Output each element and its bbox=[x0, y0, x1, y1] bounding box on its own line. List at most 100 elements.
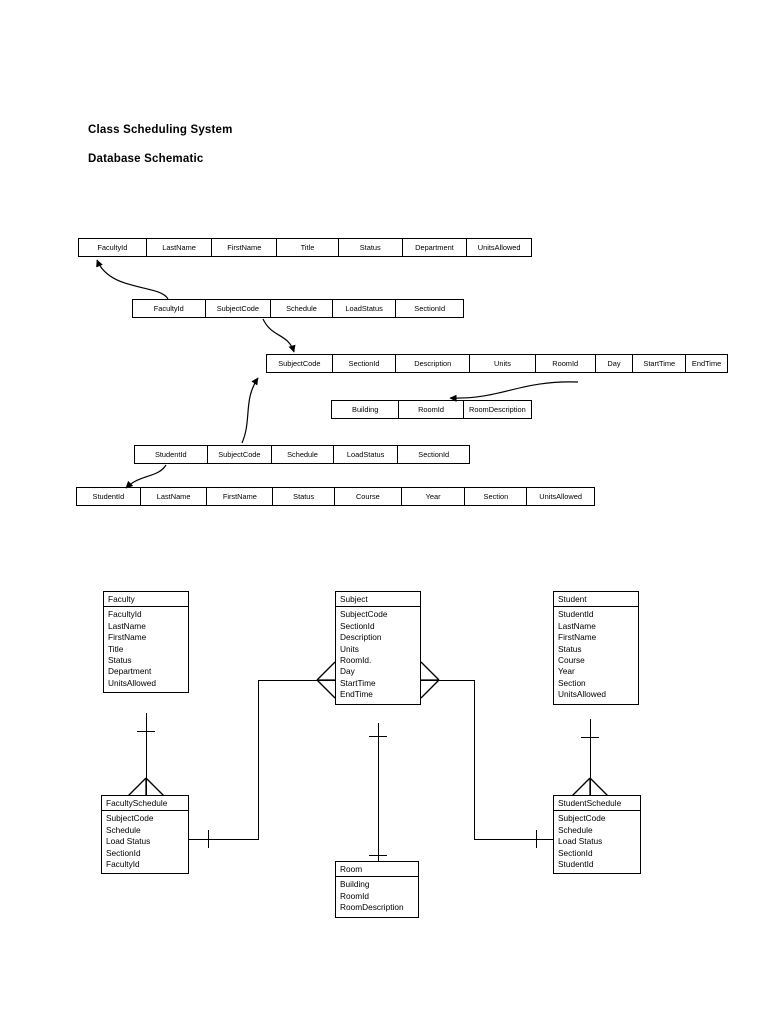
flat-cell: RoomId bbox=[399, 401, 464, 418]
entity-attribute: Status bbox=[558, 643, 582, 654]
entity-attribute: EndTime bbox=[340, 689, 373, 700]
entity-attribute: UnitsAllowed bbox=[558, 689, 606, 700]
entity-attribute: Title bbox=[108, 643, 124, 654]
relationship-subject-studentschedule-bottom bbox=[474, 839, 554, 840]
entity-room: Room Building RoomId RoomDescription bbox=[335, 861, 419, 918]
entity-attribute: RoomId. bbox=[340, 654, 372, 665]
relationship-subject-facultyschedule-top bbox=[258, 680, 337, 681]
entity-attribute: RoomDescription bbox=[340, 902, 404, 913]
entity-attribute: StudentId bbox=[558, 858, 594, 869]
fk-arrow-facultyschedule-faculty bbox=[96, 259, 169, 300]
relationship-subject-facultyschedule-down bbox=[258, 680, 259, 839]
flat-cell: Day bbox=[595, 355, 634, 372]
entity-faculty-schedule: FacultySchedule SubjectCode Schedule Loa… bbox=[101, 795, 189, 875]
entity-attribute: Status bbox=[108, 654, 132, 665]
cardinality-one-studentschedule bbox=[536, 830, 537, 848]
flat-cell: LastName bbox=[140, 488, 208, 505]
flat-cell: Status bbox=[273, 488, 335, 505]
flat-cell: StudentId bbox=[135, 446, 208, 463]
flat-table-subject: SubjectCode SectionId Description Units … bbox=[266, 354, 728, 373]
flat-cell: RoomId bbox=[535, 355, 596, 372]
fk-arrow-studentschedule-student bbox=[125, 464, 167, 489]
entity-attribute: Day bbox=[340, 666, 355, 677]
cardinality-one-faculty bbox=[137, 731, 155, 732]
entity-title: Subject bbox=[336, 592, 420, 608]
entity-student: Student StudentId LastName FirstName Sta… bbox=[553, 591, 639, 705]
flat-cell: FacultyId bbox=[79, 239, 147, 256]
flat-cell: Schedule bbox=[272, 446, 334, 463]
entity-student-schedule: StudentSchedule SubjectCode Schedule Loa… bbox=[553, 795, 641, 875]
entity-attribute: Section bbox=[558, 677, 586, 688]
entity-title: Room bbox=[336, 862, 418, 878]
fk-arrow-subject-room bbox=[449, 381, 579, 402]
entity-attribute: SectionId bbox=[106, 847, 141, 858]
entity-attribute: FacultyId bbox=[108, 609, 142, 620]
entity-attributes: Building RoomId RoomDescription bbox=[336, 877, 418, 916]
flat-cell: LoadStatus bbox=[333, 446, 399, 463]
flat-cell: StartTime bbox=[633, 355, 687, 372]
flat-cell: LoadStatus bbox=[332, 300, 397, 317]
flat-cell: Units bbox=[470, 355, 536, 372]
flat-cell: Description bbox=[396, 355, 471, 372]
flat-cell: Schedule bbox=[271, 300, 333, 317]
entity-attributes: FacultyId LastName FirstName Title Statu… bbox=[104, 607, 188, 692]
entity-attributes: SubjectCode Schedule Load Status Section… bbox=[554, 811, 640, 873]
entity-attribute: Schedule bbox=[558, 824, 593, 835]
flat-cell: SectionId bbox=[396, 300, 463, 317]
flat-cell: FirstName bbox=[207, 488, 274, 505]
flat-cell: LastName bbox=[146, 239, 213, 256]
entity-attribute: Department bbox=[108, 666, 152, 677]
flat-table-faculty: FacultyId LastName FirstName Title Statu… bbox=[78, 238, 532, 257]
flat-table-student: StudentId LastName FirstName Status Cour… bbox=[76, 487, 595, 506]
entity-attribute: SubjectCode bbox=[106, 813, 154, 824]
entity-attribute: Load Status bbox=[558, 836, 603, 847]
cardinality-one-student bbox=[581, 737, 599, 738]
entity-attribute: SectionId bbox=[558, 847, 593, 858]
entity-title: FacultySchedule bbox=[102, 796, 188, 812]
flat-cell: SubjectCode bbox=[267, 355, 333, 372]
entity-attribute: LastName bbox=[558, 620, 596, 631]
relationship-subject-studentschedule-down bbox=[474, 680, 475, 839]
entity-attributes: SubjectCode Schedule Load Status Section… bbox=[102, 811, 188, 873]
entity-attributes: StudentId LastName FirstName Status Cour… bbox=[554, 607, 638, 703]
relationship-faculty-facultyschedule bbox=[146, 713, 147, 795]
entity-attribute: Schedule bbox=[106, 824, 141, 835]
entity-attribute: SubjectCode bbox=[340, 609, 388, 620]
relationship-subject-facultyschedule-bottom bbox=[189, 839, 259, 840]
flat-cell: SectionId bbox=[332, 355, 397, 372]
entity-title: StudentSchedule bbox=[554, 796, 640, 812]
flat-cell: FacultyId bbox=[133, 300, 206, 317]
flat-cell: SubjectCode bbox=[207, 446, 273, 463]
flat-cell: Title bbox=[277, 239, 339, 256]
entity-attribute: SubjectCode bbox=[558, 813, 606, 824]
relationship-subject-studentschedule-top bbox=[419, 680, 475, 681]
flat-cell: Building bbox=[332, 401, 400, 418]
flat-cell: EndTime bbox=[686, 355, 727, 372]
flat-cell: StudentId bbox=[77, 488, 141, 505]
relationship-student-studentschedule bbox=[590, 719, 591, 795]
entity-faculty: Faculty FacultyId LastName FirstName Tit… bbox=[103, 591, 189, 694]
entity-attribute: UnitsAllowed bbox=[108, 677, 156, 688]
flat-table-student-schedule: StudentId SubjectCode Schedule LoadStatu… bbox=[134, 445, 470, 464]
entity-attribute: Course bbox=[558, 654, 585, 665]
fk-arrow-facultyschedule-subject bbox=[262, 318, 296, 353]
flat-cell: SectionId bbox=[398, 446, 469, 463]
entity-attribute: FirstName bbox=[108, 632, 147, 643]
entity-subject: Subject SubjectCode SectionId Descriptio… bbox=[335, 591, 421, 705]
entity-attribute: StudentId bbox=[558, 609, 594, 620]
page-subtitle: Database Schematic bbox=[88, 153, 204, 165]
flat-cell: SubjectCode bbox=[205, 300, 272, 317]
entity-title: Student bbox=[554, 592, 638, 608]
flat-table-faculty-schedule: FacultyId SubjectCode Schedule LoadStatu… bbox=[132, 299, 464, 318]
entity-attribute: FirstName bbox=[558, 632, 597, 643]
flat-cell: Department bbox=[402, 239, 468, 256]
flat-cell: RoomDescription bbox=[463, 401, 531, 418]
flat-cell: Section bbox=[465, 488, 528, 505]
flat-cell: FirstName bbox=[212, 239, 278, 256]
flat-cell: UnitsAllowed bbox=[467, 239, 532, 256]
entity-attribute: SectionId bbox=[340, 620, 375, 631]
fk-arrow-studentschedule-subject bbox=[241, 377, 259, 444]
flat-cell: UnitsAllowed bbox=[527, 488, 594, 505]
cardinality-one-subject-room-top bbox=[369, 736, 387, 737]
entity-attribute: LastName bbox=[108, 620, 146, 631]
